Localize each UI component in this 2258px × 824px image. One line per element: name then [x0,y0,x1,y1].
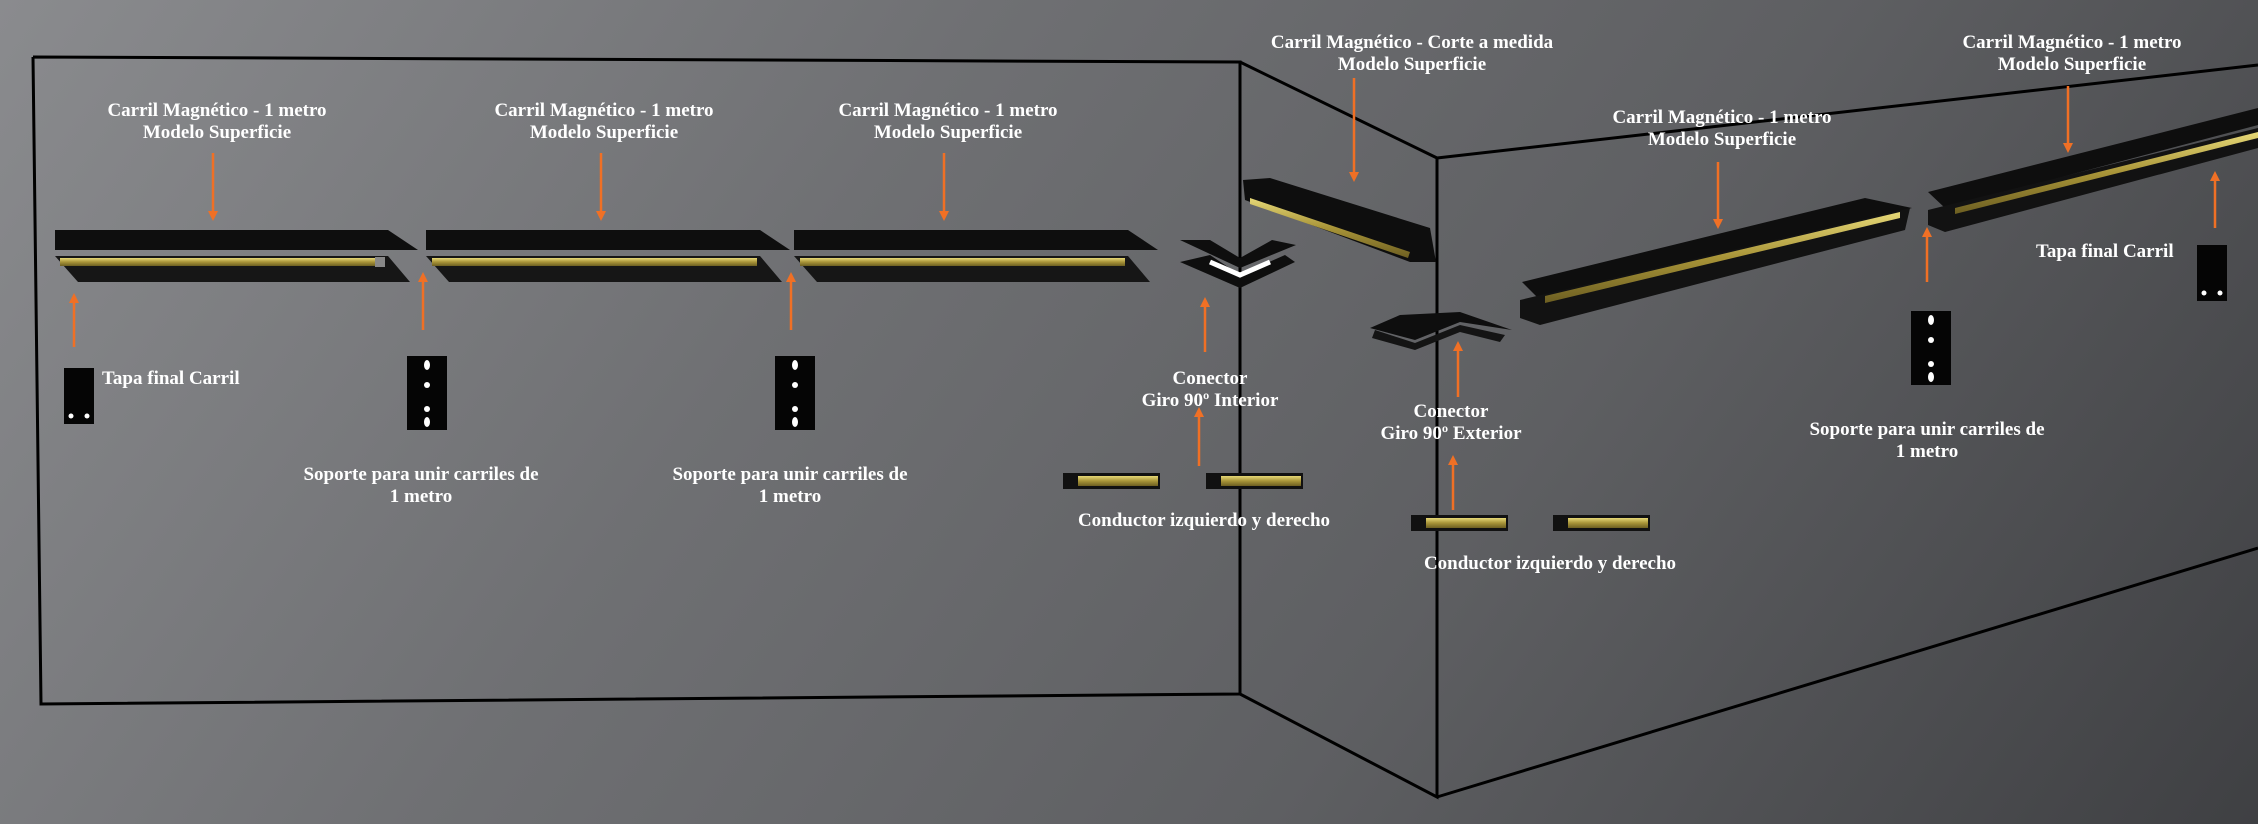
label-rail-cut: Carril Magnético - Corte a medida Modelo… [1271,32,1553,76]
label-line: Conector [1413,401,1489,422]
rail-1m-e [1928,108,2258,232]
rail-1m-c [794,230,1158,282]
connector-interior-shape [1180,240,1296,288]
support-c-shape [1911,311,1951,385]
wall-outlines [31,55,2258,800]
label-line: Carril Magnético - 1 metro [1962,32,2182,53]
rail-1m-a [55,230,418,282]
rail-1m-d [1520,198,1912,325]
rail-cut-shape [1243,178,1436,262]
label-rail-1m-c: Carril Magnético - 1 metro Modelo Superf… [838,100,1057,144]
label-line: Modelo Superficie [529,122,679,143]
corner-wall-lines [1239,60,1439,800]
label-support-c: Soporte para unir carriles de 1 metro [1809,419,2044,463]
label-line: Carril Magnético - 1 metro [107,100,327,121]
label-line: Modelo Superficie [1337,54,1487,75]
label-line: Modelo Superficie [1647,129,1797,150]
label-line: Modelo Superficie [873,122,1023,143]
label-line: Conector [1172,368,1248,389]
label-line: Giro 90º Exterior [1380,423,1522,444]
label-support-b: Soporte para unir carriles de 1 metro [672,464,907,508]
label-line: Soporte para unir carriles de [1809,419,2045,440]
label-line: Carril Magnético - 1 metro [1612,107,1832,128]
end-cap-left-shape [64,368,94,424]
label-rail-1m-a: Carril Magnético - 1 metro Modelo Superf… [107,100,326,144]
label-end-cap-right: Tapa final Carril [2036,241,2174,262]
support-b-shape [775,356,815,430]
label-line: Modelo Superficie [1997,54,2147,75]
label-rail-1m-d: Carril Magnético - 1 metro Modelo Superf… [1612,107,1831,151]
label-end-cap-left: Tapa final Carril [102,368,240,389]
label-line: Soporte para unir carriles de [672,464,908,485]
end-cap-right-shape [2197,245,2227,301]
label-conductor-b: Conductor izquierdo y derecho [1423,553,1677,574]
label-support-a: Soporte para unir carriles de 1 metro [303,464,538,508]
label-line: Carril Magnético - 1 metro [838,100,1058,121]
label-line: Modelo Superficie [142,122,292,143]
label-connector-interior: Conector Giro 90º Interior [1142,368,1279,412]
label-line: Soporte para unir carriles de [303,464,539,485]
connector-exterior-shape [1370,312,1512,350]
callout-arrows [69,78,2220,510]
label-connector-exterior: Conector Giro 90º Exterior [1381,401,1522,445]
label-line: 1 metro [389,486,453,507]
label-line: Carril Magnético - Corte a medida [1270,32,1554,53]
label-conductor-a: Conductor izquierdo y derecho [1077,510,1331,531]
label-rail-1m-b: Carril Magnético - 1 metro Modelo Superf… [494,100,713,144]
support-a-shape [407,356,447,430]
conductor-pair-a [1063,473,1303,489]
label-line: Carril Magnético - 1 metro [494,100,714,121]
right-wall-bottom [1436,546,2258,799]
label-line: 1 metro [758,486,822,507]
conductor-pair-b [1411,515,1650,531]
label-line: 1 metro [1895,441,1959,462]
right-wall-outline [1436,63,2258,160]
label-rail-1m-e: Carril Magnético - 1 metro Modelo Superf… [1962,32,2181,76]
rail-1m-b [426,230,790,282]
label-line: Giro 90º Interior [1141,390,1279,411]
